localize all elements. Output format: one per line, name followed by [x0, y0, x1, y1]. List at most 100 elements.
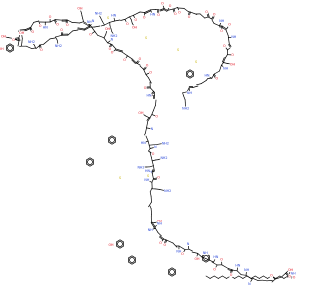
label-backdrop	[27, 39, 36, 45]
bond	[120, 19, 126, 21]
bond	[34, 44, 37, 49]
label-backdrop	[212, 12, 216, 17]
bond	[31, 47, 36, 50]
label-backdrop	[91, 18, 95, 23]
label-backdrop	[146, 173, 150, 179]
atom-label: O	[293, 276, 296, 280]
bond	[163, 238, 168, 241]
label-backdrop	[153, 144, 157, 150]
label-backdrop	[160, 1, 164, 6]
label-backdrop	[59, 27, 64, 33]
bond	[158, 236, 164, 241]
atom-label: O	[143, 16, 146, 20]
atom-label: NH2	[55, 44, 62, 48]
bond	[159, 235, 165, 240]
bond	[151, 173, 154, 180]
bond	[151, 160, 154, 167]
bond	[145, 127, 147, 134]
bond	[151, 221, 156, 227]
bond	[72, 29, 79, 32]
bond	[240, 274, 247, 276]
bond	[166, 239, 174, 244]
atom-label: S	[195, 60, 197, 64]
bond	[157, 232, 162, 237]
bond	[40, 43, 44, 46]
atom-label: NH	[187, 91, 192, 95]
benzene-ring	[202, 253, 210, 263]
bond	[274, 276, 282, 280]
label-backdrop	[161, 141, 170, 146]
bond	[153, 104, 156, 111]
label-backdrop	[235, 263, 241, 268]
label-backdrop	[143, 86, 147, 91]
atom-label: O	[220, 29, 223, 33]
aromatic-circle	[87, 159, 93, 165]
bond	[183, 95, 186, 100]
bond	[49, 37, 56, 40]
bond	[66, 19, 73, 23]
label-backdrop	[42, 25, 48, 30]
label-backdrop	[156, 12, 161, 18]
label-backdrop	[163, 242, 167, 248]
label-backdrop	[142, 15, 146, 20]
bond	[227, 268, 233, 271]
atom-label: HN	[141, 141, 146, 145]
atom-label: O	[215, 77, 218, 81]
bond	[130, 19, 133, 24]
atom-label: NH2	[95, 12, 102, 16]
label-backdrop	[160, 155, 168, 161]
bond	[135, 62, 141, 66]
bond	[246, 275, 252, 279]
label-backdrop	[227, 22, 232, 27]
atom-label: O	[146, 63, 149, 67]
label-backdrop	[11, 37, 16, 42]
label-backdrop	[38, 23, 42, 29]
atom-label: O	[149, 70, 152, 74]
bond	[221, 264, 229, 269]
ring-layer	[6, 43, 210, 277]
atom-label: OH	[132, 25, 138, 29]
bond	[227, 47, 231, 51]
bond	[234, 275, 240, 279]
label-backdrop	[88, 32, 93, 37]
bond	[254, 275, 260, 279]
bond	[196, 83, 202, 86]
atom-label: O	[223, 44, 226, 48]
atom-label: O	[56, 22, 59, 26]
bond	[82, 18, 84, 23]
bond	[17, 40, 20, 47]
atom-label: S	[119, 176, 121, 180]
label-backdrop	[194, 256, 200, 262]
label-backdrop	[292, 275, 296, 280]
atom-label: NH	[87, 20, 92, 24]
label-backdrop	[290, 271, 296, 276]
bond	[271, 278, 276, 283]
label-backdrop	[243, 267, 250, 273]
bond	[79, 21, 84, 24]
bond	[29, 27, 32, 32]
label-backdrop	[181, 106, 190, 111]
atom-label: OH	[194, 257, 200, 261]
bond	[127, 55, 133, 60]
atom-label: HN	[150, 13, 155, 17]
atom-label: N	[154, 145, 157, 149]
bond	[213, 70, 220, 75]
atom-label: N	[92, 19, 95, 23]
label-backdrop	[163, 188, 172, 193]
atom-label: S	[107, 16, 109, 20]
atom-label: O	[213, 12, 216, 16]
atom-label: NH2	[28, 40, 35, 44]
label-backdrop	[156, 221, 163, 226]
atom-label: HN	[235, 263, 240, 267]
label-backdrop	[65, 22, 69, 28]
bond	[163, 8, 168, 11]
bond	[77, 28, 85, 31]
bond	[231, 269, 238, 272]
bond	[103, 37, 108, 44]
bond	[151, 157, 153, 162]
bond	[131, 59, 136, 64]
atom-label: OH	[288, 268, 294, 272]
bond	[148, 144, 151, 149]
bond	[209, 275, 215, 279]
